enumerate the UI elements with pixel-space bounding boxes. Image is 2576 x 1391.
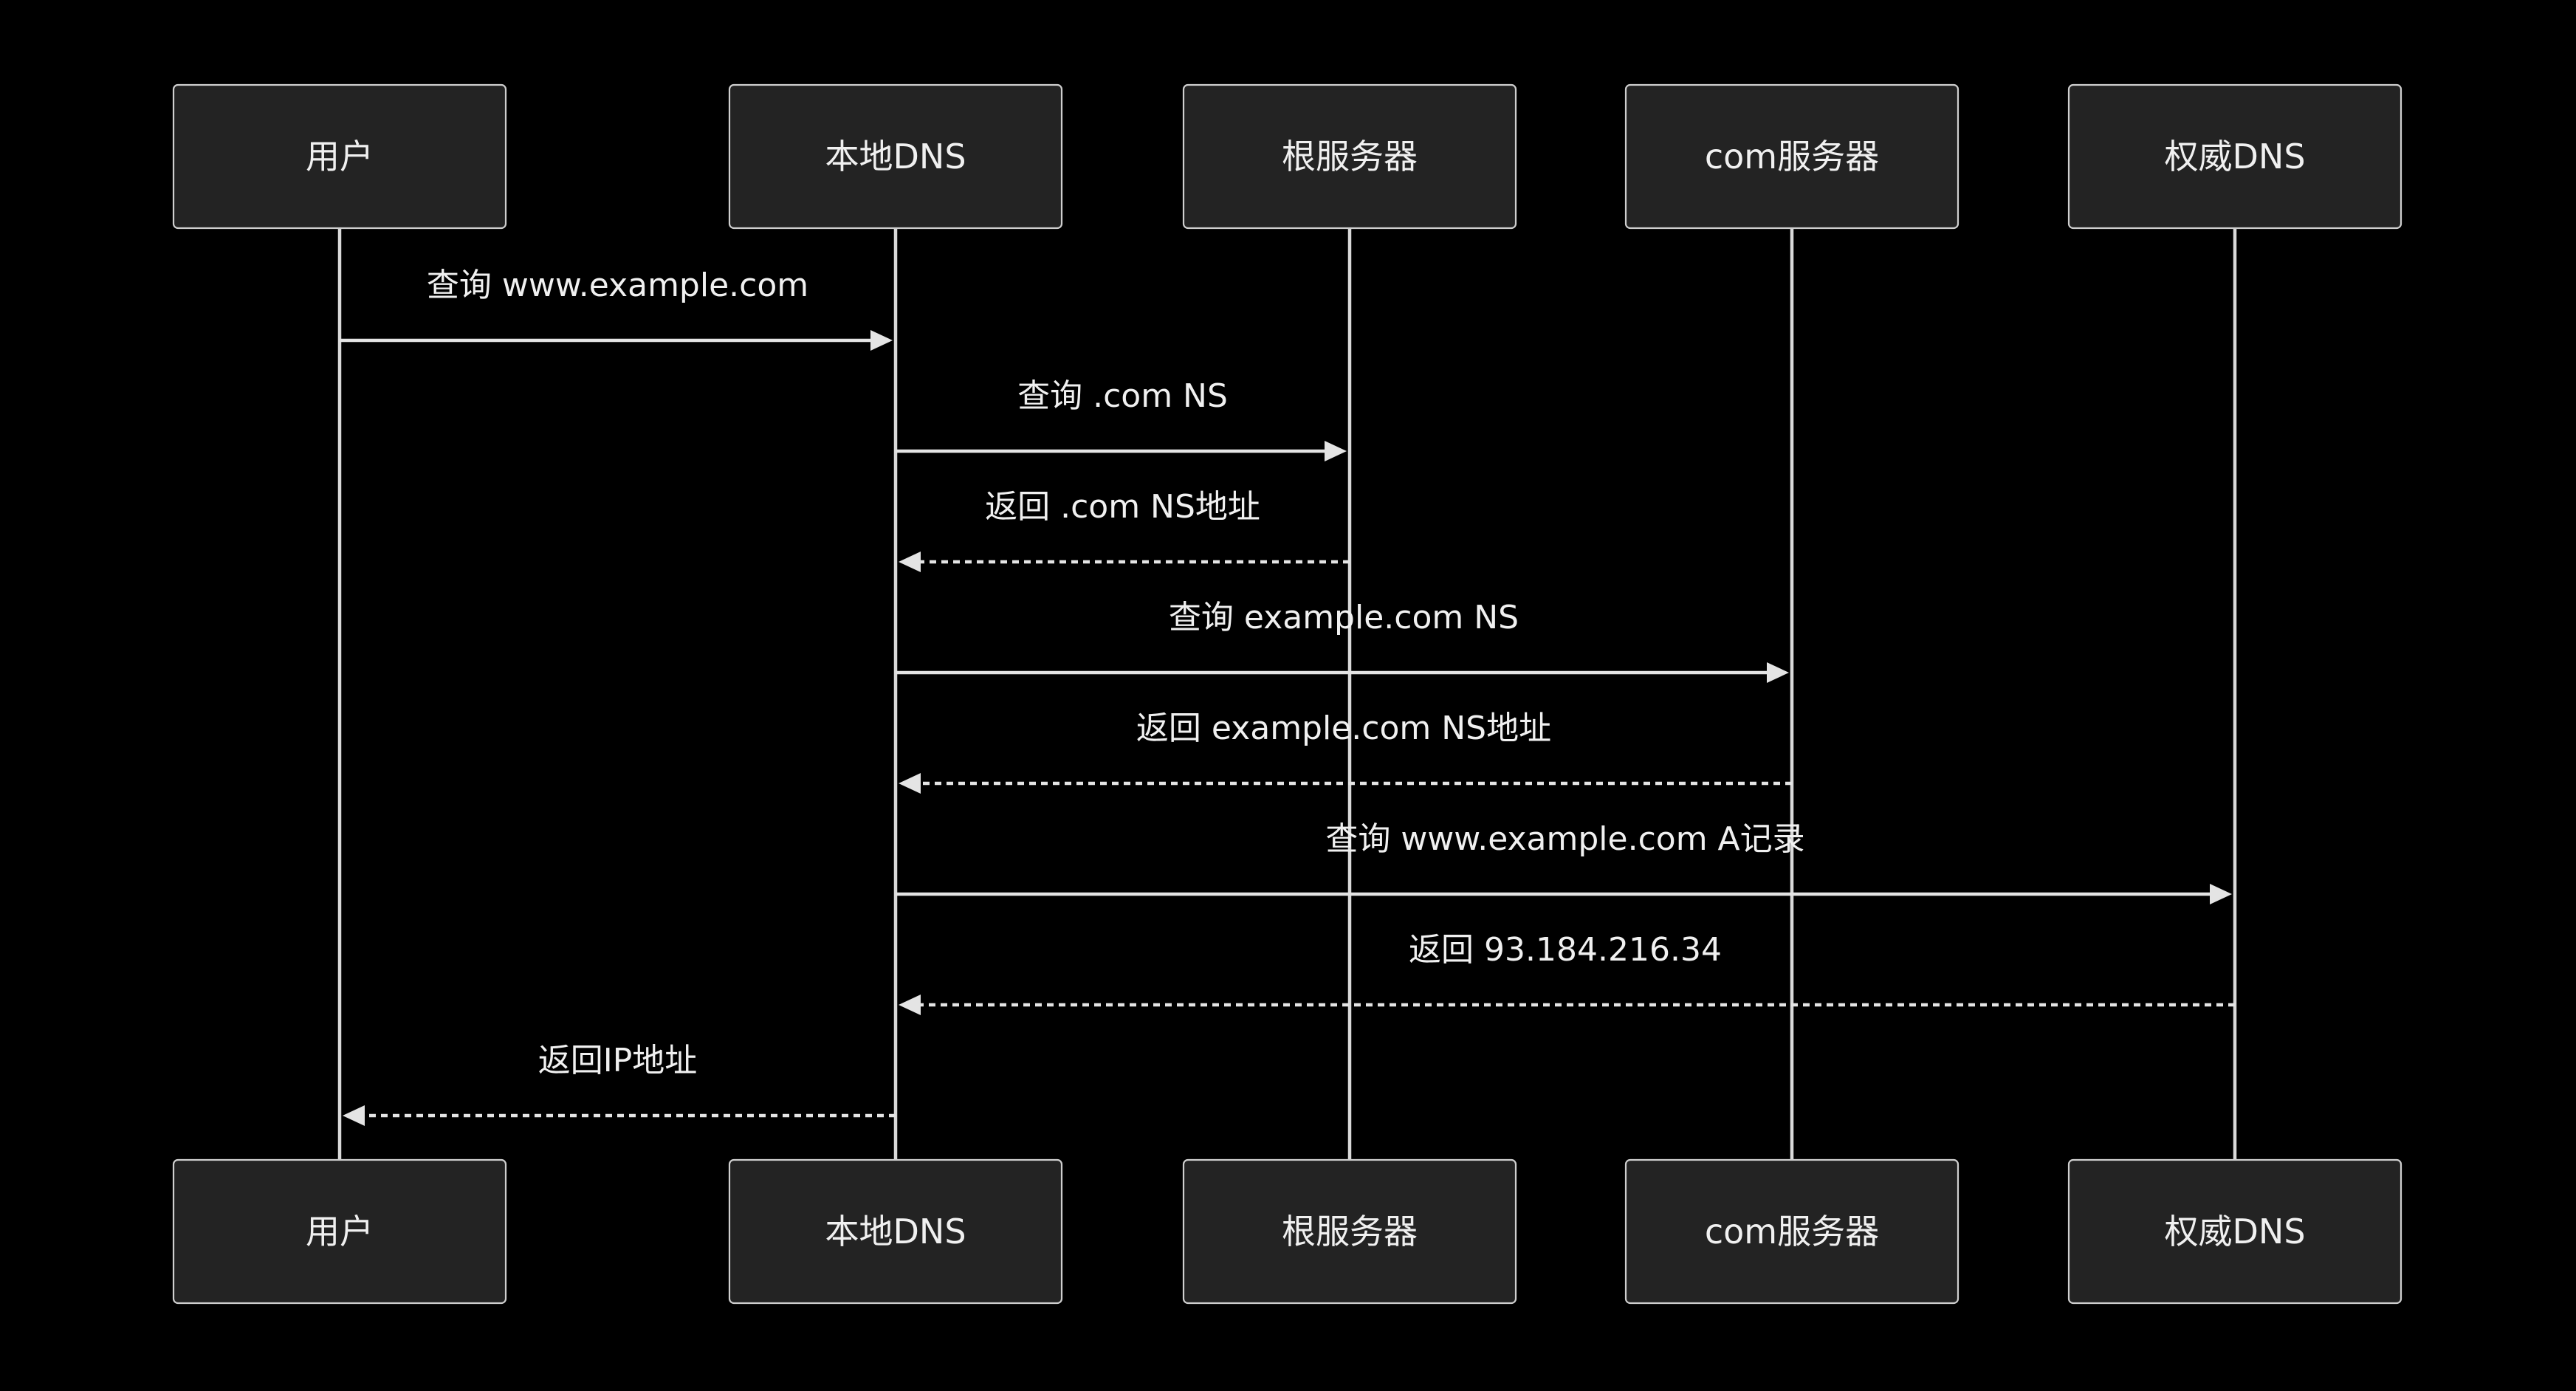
message-1: 查询 www.example.com [340,267,893,351]
message-2: 查询 .com NS [896,377,1347,461]
message-5: 返回 example.com NS地址 [899,710,1792,794]
message-4: 查询 example.com NS [896,599,1789,683]
message-label: 查询 example.com NS [1169,599,1519,636]
message-label: 返回 example.com NS地址 [1136,710,1551,747]
actor-box [728,1158,1063,1305]
arrowhead-icon [870,330,893,351]
message-label: 查询 .com NS [1017,377,1228,415]
actor-box [1182,83,1517,230]
arrowhead-icon [1325,441,1347,461]
arrowhead-icon [899,773,921,794]
message-label: 查询 www.example.com A记录 [1325,820,1804,858]
actor-box [172,1158,507,1305]
actor-label: 权威DNS [2164,137,2305,176]
messages: 查询 www.example.com 查询 .com NS 返回 .com NS地址… [340,267,2235,1126]
actor-root-bottom: 根服务器 [1182,1158,1517,1305]
actor-label: 权威DNS [2164,1212,2305,1251]
actor-label: com服务器 [1705,1212,1879,1251]
actor-label: 用户 [306,1212,374,1251]
actor-label: 本地DNS [825,137,966,176]
actor-local-top: 本地DNS [728,83,1063,230]
actor-box [1182,1158,1517,1305]
message-6: 查询 www.example.com A记录 [896,820,2232,904]
arrowhead-icon [899,995,921,1015]
arrowhead-icon [2210,884,2232,904]
actor-box [172,83,507,230]
message-7: 返回 93.184.216.34 [899,931,2235,1015]
actor-user-top: 用户 [172,83,507,230]
actors-top: 用户 本地DNS 根服务器 com服务器 权威DNS [172,83,2402,230]
actor-user-bottom: 用户 [172,1158,507,1305]
message-label: 查询 www.example.com [427,267,808,304]
message-8: 返回IP地址 [343,1042,896,1126]
lifelines [337,228,2237,1160]
arrowhead-icon [899,552,921,572]
message-label: 返回 93.184.216.34 [1409,931,1722,969]
actor-box [728,83,1063,230]
message-label: 返回 .com NS地址 [985,488,1260,526]
actor-com-top: com服务器 [1624,83,1960,230]
arrowhead-icon [1767,662,1789,683]
actors-bottom: 用户 本地DNS 根服务器 com服务器 权威DNS [172,1158,2402,1305]
actor-auth-top: 权威DNS [2067,83,2402,230]
actor-com-bottom: com服务器 [1624,1158,1960,1305]
actor-label: 用户 [306,137,374,176]
actor-auth-bottom: 权威DNS [2067,1158,2402,1305]
actor-label: 根服务器 [1282,1212,1418,1251]
message-3: 返回 .com NS地址 [899,488,1350,572]
actor-box [1624,83,1960,230]
arrowhead-icon [343,1105,365,1126]
actor-label: com服务器 [1705,137,1879,176]
actor-box [2067,1158,2402,1305]
actor-label: 本地DNS [825,1212,966,1251]
actor-local-bottom: 本地DNS [728,1158,1063,1305]
actor-root-top: 根服务器 [1182,83,1517,230]
actor-box [2067,83,2402,230]
actor-label: 根服务器 [1282,137,1418,176]
actor-box [1624,1158,1960,1305]
message-label: 返回IP地址 [538,1042,698,1079]
